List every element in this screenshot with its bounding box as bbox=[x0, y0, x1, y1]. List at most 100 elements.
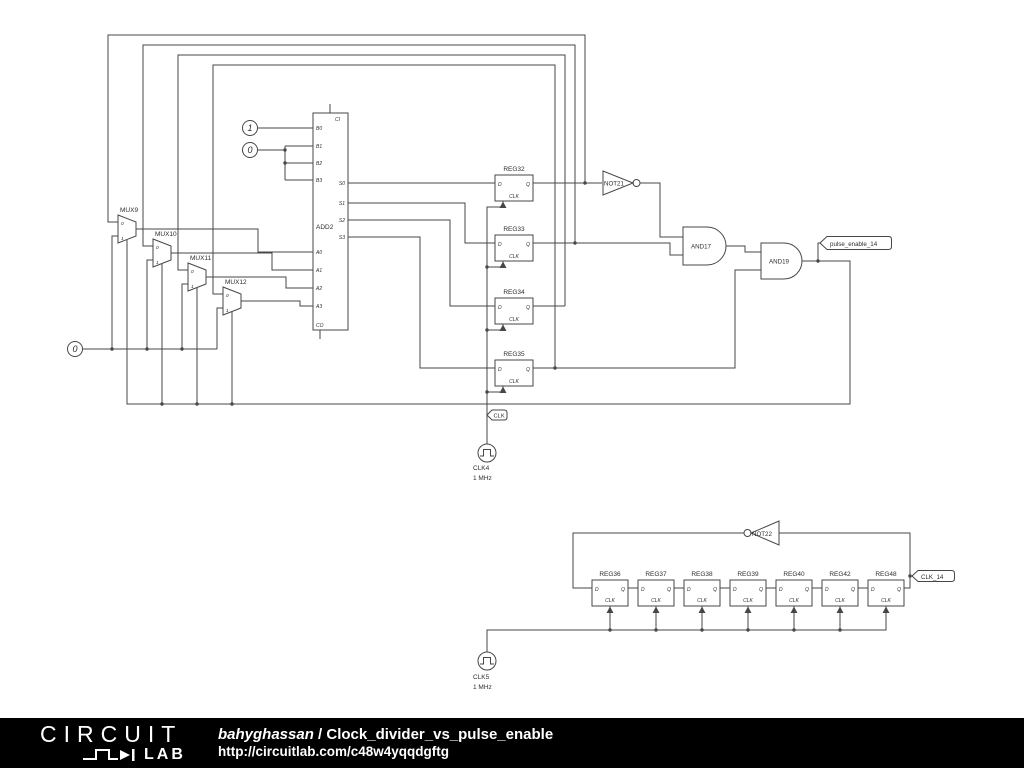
clock-edge-icon bbox=[882, 606, 890, 613]
mux-in0-label: 0 bbox=[191, 269, 194, 275]
clock-edge-icon bbox=[790, 606, 798, 613]
not22-label: NOT22 bbox=[752, 531, 773, 538]
net-adder-ci-co-stubs bbox=[319, 104, 331, 339]
reg-d-pin: D bbox=[733, 587, 737, 593]
reg-clk-pin: CLK bbox=[651, 598, 661, 604]
footer-title: bahyghassan / Clock_divider_vs_pulse_ena… bbox=[218, 726, 553, 744]
reg-q-pin: Q bbox=[897, 587, 901, 593]
reg-d-pin: D bbox=[498, 182, 502, 188]
footer-bar: CIRCUIT LAB bahyghassan / Clock_divider_… bbox=[0, 718, 1024, 768]
reg-d-pin: D bbox=[498, 242, 502, 248]
reg-q-pin: Q bbox=[526, 305, 530, 311]
mux9-label: MUX9 bbox=[120, 207, 138, 214]
square-wave-icon bbox=[480, 657, 494, 665]
mux-in1-label: 1 bbox=[226, 308, 229, 314]
reg-clk-pin: CLK bbox=[789, 598, 799, 604]
clock-edge-icon bbox=[606, 606, 614, 613]
clock-edge-icon bbox=[744, 606, 752, 613]
clock-edge-icon bbox=[499, 201, 507, 208]
reg37-label: REG37 bbox=[645, 571, 667, 578]
clock-source-clk4: CLK4 1 MHz bbox=[473, 443, 497, 482]
reg-d-pin: D bbox=[498, 367, 502, 373]
clk-flag: CLK bbox=[486, 409, 508, 421]
constant-one: 1 bbox=[242, 120, 258, 136]
reg36: REG36 D Q CLK bbox=[591, 571, 629, 613]
reg-d-pin: D bbox=[498, 305, 502, 311]
reg-q-pin: Q bbox=[851, 587, 855, 593]
constant-zero-left-value: 0 bbox=[72, 344, 77, 354]
clock-edge-icon bbox=[499, 324, 507, 331]
reg36-label: REG36 bbox=[599, 571, 621, 578]
adder-pin-a0: A0 bbox=[315, 250, 322, 256]
constant-one-value: 1 bbox=[247, 123, 252, 133]
reg35-label: REG35 bbox=[503, 351, 525, 358]
adder-pin-s3: S3 bbox=[339, 235, 345, 241]
adder-pin-s2: S2 bbox=[339, 218, 345, 224]
reg48: REG48 D Q CLK bbox=[867, 571, 905, 613]
adder-pin-b1: B1 bbox=[316, 144, 322, 150]
logo-circuit-text: CIRCUIT bbox=[40, 721, 183, 747]
net-feedback bbox=[107, 34, 586, 368]
clock-edge-icon bbox=[499, 261, 507, 268]
reg34-label: REG34 bbox=[503, 289, 525, 296]
net-adder-s-to-regs bbox=[348, 182, 495, 369]
clk4-name: CLK4 bbox=[473, 465, 490, 472]
clk-flag-label: CLK bbox=[494, 414, 505, 420]
net-reg-q bbox=[533, 182, 761, 369]
reg40-label: REG40 bbox=[783, 571, 805, 578]
adder-pin-s1: S1 bbox=[339, 201, 345, 207]
reg32: REG32 D Q CLK bbox=[494, 166, 534, 208]
footer-username: bahyghassan bbox=[218, 726, 314, 743]
reg35: REG35 D Q CLK bbox=[494, 351, 534, 393]
mux-in1-label: 1 bbox=[121, 236, 124, 242]
reg48-label: REG48 bbox=[875, 571, 897, 578]
reg-q-pin: Q bbox=[526, 367, 530, 373]
adder-pin-a2: A2 bbox=[315, 286, 322, 292]
reg38-label: REG38 bbox=[691, 571, 713, 578]
clk5-name: CLK5 bbox=[473, 674, 490, 681]
mux-in0-label: 0 bbox=[226, 293, 229, 299]
clock-edge-icon bbox=[652, 606, 660, 613]
footer-url[interactable]: http://circuitlab.com/c48w4yqqdgftg bbox=[218, 744, 450, 759]
mux11: MUX11 0 1 bbox=[187, 255, 212, 292]
clk4-freq: 1 MHz bbox=[473, 475, 492, 482]
reg-q-pin: Q bbox=[526, 242, 530, 248]
constant-zero-top-value: 0 bbox=[247, 145, 252, 155]
reg-q-pin: Q bbox=[667, 587, 671, 593]
adder-pin-a3: A3 bbox=[315, 304, 322, 310]
adder-pin-ci: CI bbox=[335, 117, 341, 123]
footer-text-block: bahyghassan / Clock_divider_vs_pulse_ena… bbox=[218, 726, 553, 760]
reg-d-pin: D bbox=[871, 587, 875, 593]
footer-separator: / bbox=[313, 726, 327, 743]
reg-clk-pin: CLK bbox=[835, 598, 845, 604]
reg33-label: REG33 bbox=[503, 226, 525, 233]
mux12-label: MUX12 bbox=[225, 279, 247, 286]
and19-gate: AND19 bbox=[760, 242, 803, 280]
constant-zero-top: 0 bbox=[242, 142, 258, 158]
reg-q-pin: Q bbox=[621, 587, 625, 593]
reg39-label: REG39 bbox=[737, 571, 759, 578]
reg40: REG40 D Q CLK bbox=[775, 571, 813, 613]
adder-pin-s0: S0 bbox=[339, 181, 345, 187]
reg-d-pin: D bbox=[825, 587, 829, 593]
mux9: MUX9 0 1 bbox=[117, 207, 138, 244]
mux10: MUX10 0 1 bbox=[152, 231, 177, 268]
and19-label: AND19 bbox=[769, 259, 790, 266]
pulse-enable-flag-label: pulse_enable_14 bbox=[830, 241, 878, 248]
and17-label: AND17 bbox=[691, 244, 712, 251]
reg-d-pin: D bbox=[595, 587, 599, 593]
not21-label: NOT21 bbox=[604, 181, 625, 188]
net-not21-out bbox=[640, 182, 683, 238]
clock-edge-icon bbox=[836, 606, 844, 613]
circuitlab-logo: CIRCUIT LAB bbox=[40, 722, 218, 764]
mux-in1-label: 1 bbox=[156, 260, 159, 266]
reg33: REG33 D Q CLK bbox=[494, 226, 534, 268]
reg-clk-pin: CLK bbox=[881, 598, 891, 604]
adder-pin-b0: B0 bbox=[316, 126, 322, 132]
wires bbox=[83, 34, 912, 652]
reg37: REG37 D Q CLK bbox=[637, 571, 675, 613]
reg-clk-pin: CLK bbox=[509, 254, 519, 260]
reg-d-pin: D bbox=[779, 587, 783, 593]
reg32-label: REG32 bbox=[503, 166, 525, 173]
